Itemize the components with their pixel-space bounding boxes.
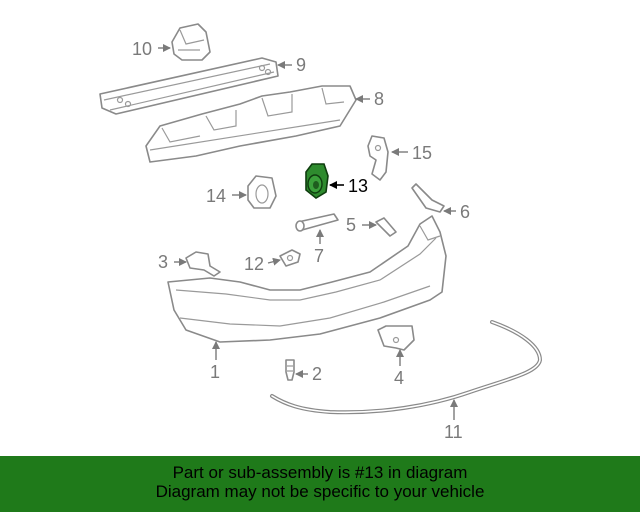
part-6-bracket [411, 183, 445, 213]
banner-line-part: Part or sub-assembly is #13 in diagram [172, 463, 468, 482]
callout-10: 10 [132, 39, 152, 59]
callout-12: 12 [244, 254, 264, 274]
part-1-bumper-cover [167, 215, 447, 343]
part-4-bracket [377, 325, 415, 351]
callout-1: 1 [210, 362, 220, 382]
callout-8: 8 [374, 89, 384, 109]
part-7-rod [295, 213, 339, 232]
part-14-holder [247, 175, 277, 209]
leader-lines [158, 44, 458, 420]
callout-5: 5 [346, 215, 356, 235]
part-8-absorber [145, 85, 357, 163]
callout-7: 7 [314, 246, 324, 266]
part-12-retainer [279, 249, 301, 267]
part-10-bracket [171, 23, 211, 61]
banner-line-disclaimer: Diagram may not be specific to your vehi… [155, 482, 485, 501]
callout-9: 9 [296, 55, 306, 75]
part-11-moulding [270, 320, 543, 415]
parts-diagram: 10 9 8 15 13 14 6 5 7 3 12 1 2 4 11 [99, 23, 543, 442]
callout-13: 13 [348, 176, 368, 196]
callout-4: 4 [394, 368, 404, 388]
part-15-bracket [367, 135, 389, 181]
callout-14: 14 [206, 186, 226, 206]
callout-2: 2 [312, 364, 322, 384]
callout-6: 6 [460, 202, 470, 222]
callout-11: 11 [444, 422, 463, 442]
part-5-clip [375, 217, 397, 237]
info-banner: Part or sub-assembly is #13 in diagram D… [0, 456, 640, 512]
part-9-reinforcement [99, 57, 279, 115]
part-3-bracket [185, 251, 221, 277]
callout-15: 15 [412, 143, 432, 163]
callout-3: 3 [158, 252, 168, 272]
part-13-sensor [305, 163, 329, 199]
part-2-bolt [285, 359, 295, 381]
